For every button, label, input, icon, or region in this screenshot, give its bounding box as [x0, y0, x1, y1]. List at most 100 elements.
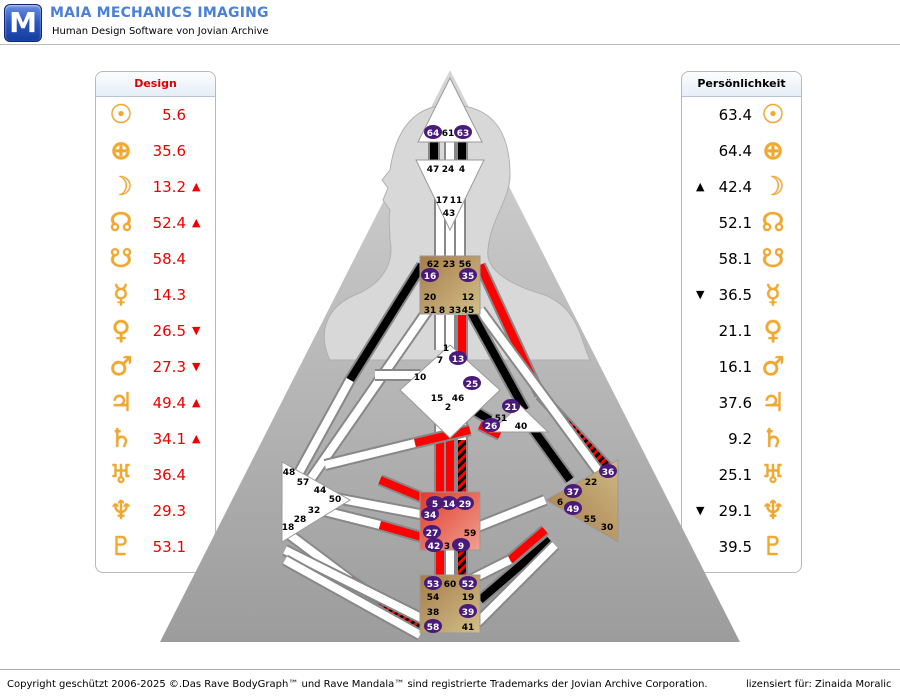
channel: [324, 439, 416, 469]
planet-row: ♀26.5▼: [96, 314, 215, 350]
gate-label: 37: [567, 488, 580, 498]
pluto-icon: ♇: [109, 532, 133, 562]
planet-row: ♆ 29.1 ▼: [682, 494, 801, 530]
north-node-icon: ☊: [109, 208, 133, 238]
active-gate-badge: [459, 268, 477, 282]
channel: [526, 422, 574, 483]
earth-icon: ⊕: [762, 136, 784, 166]
sun-icon: ☉: [109, 100, 133, 130]
mars-icon: ♂: [761, 352, 785, 382]
gate-label: 18: [282, 523, 295, 533]
gate-label: 7: [437, 356, 443, 366]
gate-label: 48: [283, 468, 296, 478]
planet-row: ☿36.5▼: [682, 278, 801, 314]
gate-line-value: 35.6: [152, 142, 186, 160]
jupiter-icon: ♃: [761, 388, 785, 418]
venus-icon: ♀: [111, 316, 131, 346]
moon-icon: ☽: [761, 172, 785, 202]
gate-line-value: 29.3: [152, 502, 186, 520]
channel: [291, 378, 354, 482]
gate-line-value: 9.2: [728, 430, 752, 448]
planet-row: ☋58.1: [682, 242, 801, 278]
neptune-icon: ♆: [761, 496, 785, 526]
planet-row: ♂27.3▼: [96, 350, 215, 386]
active-gate-badge: [440, 496, 458, 510]
south-node-icon: ☋: [761, 244, 785, 274]
planet-row: ♂ 16.1: [682, 350, 801, 386]
venus-icon: ♀: [763, 316, 783, 346]
gate-label: 17: [436, 196, 449, 206]
gate-label: 20: [424, 293, 437, 303]
planet-row: ♅36.4: [96, 458, 215, 494]
gate-label: 41: [462, 623, 475, 633]
active-gate-badge: [421, 268, 439, 282]
channel: [507, 526, 548, 564]
spleen-center: [281, 461, 351, 543]
gate-label: 64: [427, 129, 440, 139]
active-gate-badge: [424, 619, 442, 633]
gate-label: 56: [459, 260, 472, 270]
gate-label: 23: [443, 260, 456, 270]
gate-label: 46: [452, 394, 465, 404]
channel: [283, 556, 422, 639]
gate-label: 3: [444, 542, 450, 552]
license-text: lizensiert für: Zinaida Moralic: [746, 679, 892, 690]
jupiter-icon: ♃: [109, 388, 133, 418]
gate-label: 35: [462, 272, 475, 282]
gate-label: 49: [567, 505, 580, 515]
gate-line-value: 42.4: [718, 178, 752, 196]
planet-row: ☉ 5.6: [96, 98, 215, 134]
active-gate-badge: [502, 399, 520, 413]
gate-line-value: 36.5: [718, 286, 752, 304]
gate-label: 43: [443, 209, 456, 219]
active-gate-badge: [456, 496, 474, 510]
planet-row: ♄34.1▲: [96, 422, 215, 458]
gate-label: 10: [414, 373, 427, 383]
gate-label: 16: [424, 272, 437, 282]
uranus-icon: ♅: [109, 460, 133, 490]
gate-label: 54: [427, 593, 440, 603]
gate-label: 32: [308, 506, 321, 516]
exaltation-arrow-icon: ▼: [696, 504, 705, 517]
planet-row: ☊52.1: [682, 206, 801, 242]
exaltation-arrow-icon: ▲: [192, 216, 201, 229]
active-gate-badge: [564, 501, 582, 515]
channel: [283, 546, 427, 624]
gate-label: 11: [450, 196, 463, 206]
footer: Copyright geschützt 2006-2025 ©.Das Rave…: [0, 669, 900, 700]
gate-label: 36: [602, 468, 615, 478]
gate-line-value: 5.6: [162, 106, 186, 124]
gate-label: 60: [444, 580, 457, 590]
gate-label: 59: [464, 529, 477, 539]
active-gate-badge: [452, 538, 470, 552]
gate-label: 27: [426, 529, 439, 539]
saturn-icon: ♄: [109, 424, 133, 454]
gate-label: 34: [424, 511, 437, 521]
gate-label: 51: [495, 414, 508, 424]
brand-title: MAIA MECHANICS IMAGING: [50, 5, 269, 21]
channel: [467, 542, 558, 633]
gate-label: 28: [294, 515, 307, 525]
earth-icon: ⊕: [110, 136, 132, 166]
mars-icon: ♂: [109, 352, 133, 382]
gate-line-value: 29.1: [718, 502, 752, 520]
gate-label: 4: [459, 165, 465, 175]
gate-line-value: 14.3: [152, 286, 186, 304]
planet-row: ♄9.2: [682, 422, 801, 458]
gate-label: 15: [431, 394, 444, 404]
south-node-icon: ☋: [109, 244, 133, 274]
planet-row: ♆29.3: [96, 494, 215, 530]
pluto-icon: ♇: [761, 532, 785, 562]
gate-line-value: 16.1: [718, 358, 752, 376]
mercury-icon: ☿: [113, 280, 129, 310]
gate-label: 55: [584, 515, 597, 525]
gate-label: 39: [462, 608, 475, 618]
planet-row: ♃49.4▲: [96, 386, 215, 422]
planet-row: ☋58.4: [96, 242, 215, 278]
gate-label: 13: [452, 355, 465, 365]
planet-row: ♀21.1: [682, 314, 801, 350]
channel: [477, 536, 553, 604]
personality-panel: Persönlichkeit ☉63.4⊕64.4☽42.4▲☊52.1☋58.…: [681, 71, 802, 573]
gate-line-value: 34.1: [152, 430, 186, 448]
